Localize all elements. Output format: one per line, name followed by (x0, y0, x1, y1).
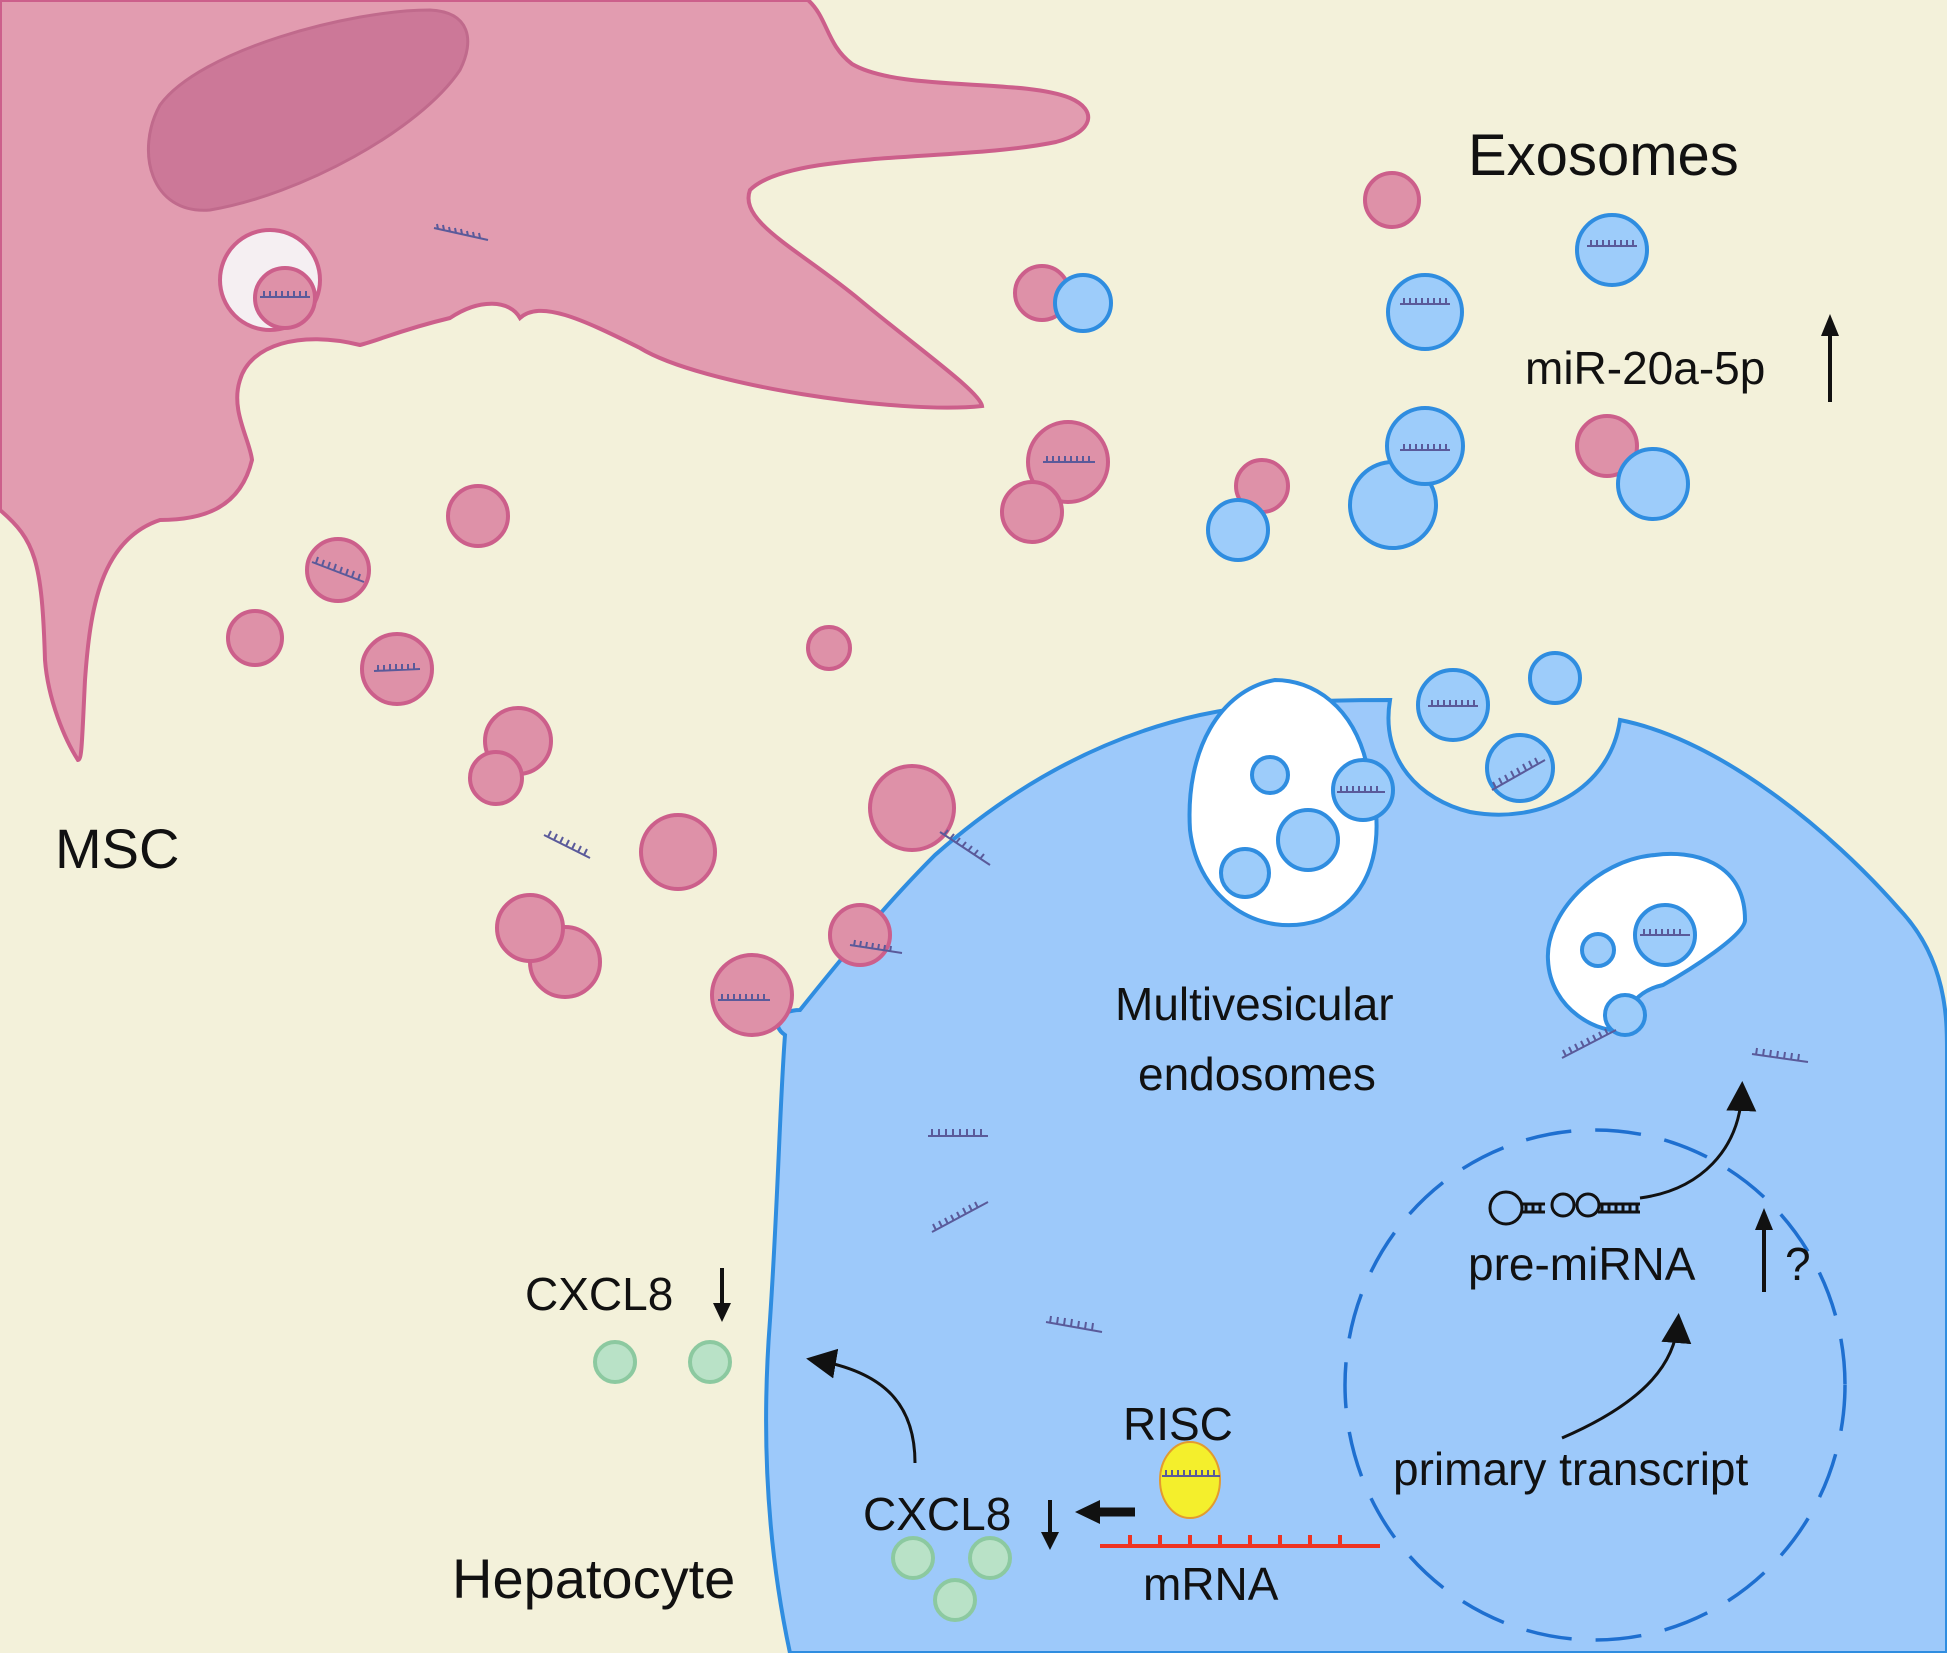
label-risc: RISC (1123, 1398, 1233, 1450)
pre-mirna-hairpin (1488, 1190, 1640, 1226)
mve1-vesicle (1219, 847, 1271, 899)
arrow-primary-to-pre (1561, 1313, 1692, 1440)
label-exosomes: Exosomes (1468, 123, 1739, 188)
label-cxcl8-cell: CXCL8 (863, 1488, 1011, 1540)
msc-organelle (146, 8, 470, 212)
mve1-vesicle (1250, 755, 1290, 795)
label-pre-mirna: pre-miRNA (1468, 1238, 1696, 1290)
hepatocyte-nucleus (1343, 1128, 1847, 1642)
label-hepatocyte: Hepatocyte (452, 1547, 735, 1610)
label-mir-20a-5p: miR-20a-5p (1525, 342, 1765, 394)
label-multivesicular: Multivesicular (1115, 978, 1394, 1030)
mve1-vesicle (1276, 808, 1340, 872)
risc-complex (1159, 1441, 1221, 1519)
blue-exosomes (1053, 213, 1690, 562)
down-arrow-cxcl8-secreted (713, 1268, 731, 1322)
cxcl8-proteins (593, 1340, 1012, 1622)
mirna-strands (260, 240, 1809, 1333)
label-mrna: mRNA (1143, 1558, 1279, 1610)
mrna-strand (1100, 1535, 1380, 1548)
pink-exosome-fusing (828, 903, 892, 967)
mve2-vesicle (1580, 932, 1616, 968)
label-msc: MSC (55, 817, 179, 880)
label-endosomes: endosomes (1138, 1048, 1376, 1100)
arrow-cxcl8-secretion (806, 1348, 917, 1464)
label-question-mark: ? (1785, 1238, 1811, 1290)
label-cxcl8-secreted: CXCL8 (525, 1268, 673, 1320)
blue-exosome (1485, 733, 1555, 803)
risc-mirna (1162, 1470, 1220, 1477)
label-primary-transcript: primary transcript (1393, 1443, 1749, 1495)
up-arrow-mirna (1821, 314, 1839, 402)
mve2-exiting-vesicle (1603, 993, 1647, 1037)
down-arrow-cxcl8-cell (1041, 1500, 1059, 1550)
pink-exosome-fusing (868, 764, 956, 852)
msc-mirna (433, 223, 489, 241)
mve1-vesicle-mirna (1331, 758, 1395, 822)
blue-exosome (1528, 651, 1582, 705)
inhibition-arrow (1075, 1500, 1135, 1524)
pink-exosomes (226, 171, 1639, 999)
up-arrow-pre-mirna (1755, 1208, 1773, 1292)
arrow-pre-mirna-to-cytoplasm (1639, 1081, 1757, 1200)
